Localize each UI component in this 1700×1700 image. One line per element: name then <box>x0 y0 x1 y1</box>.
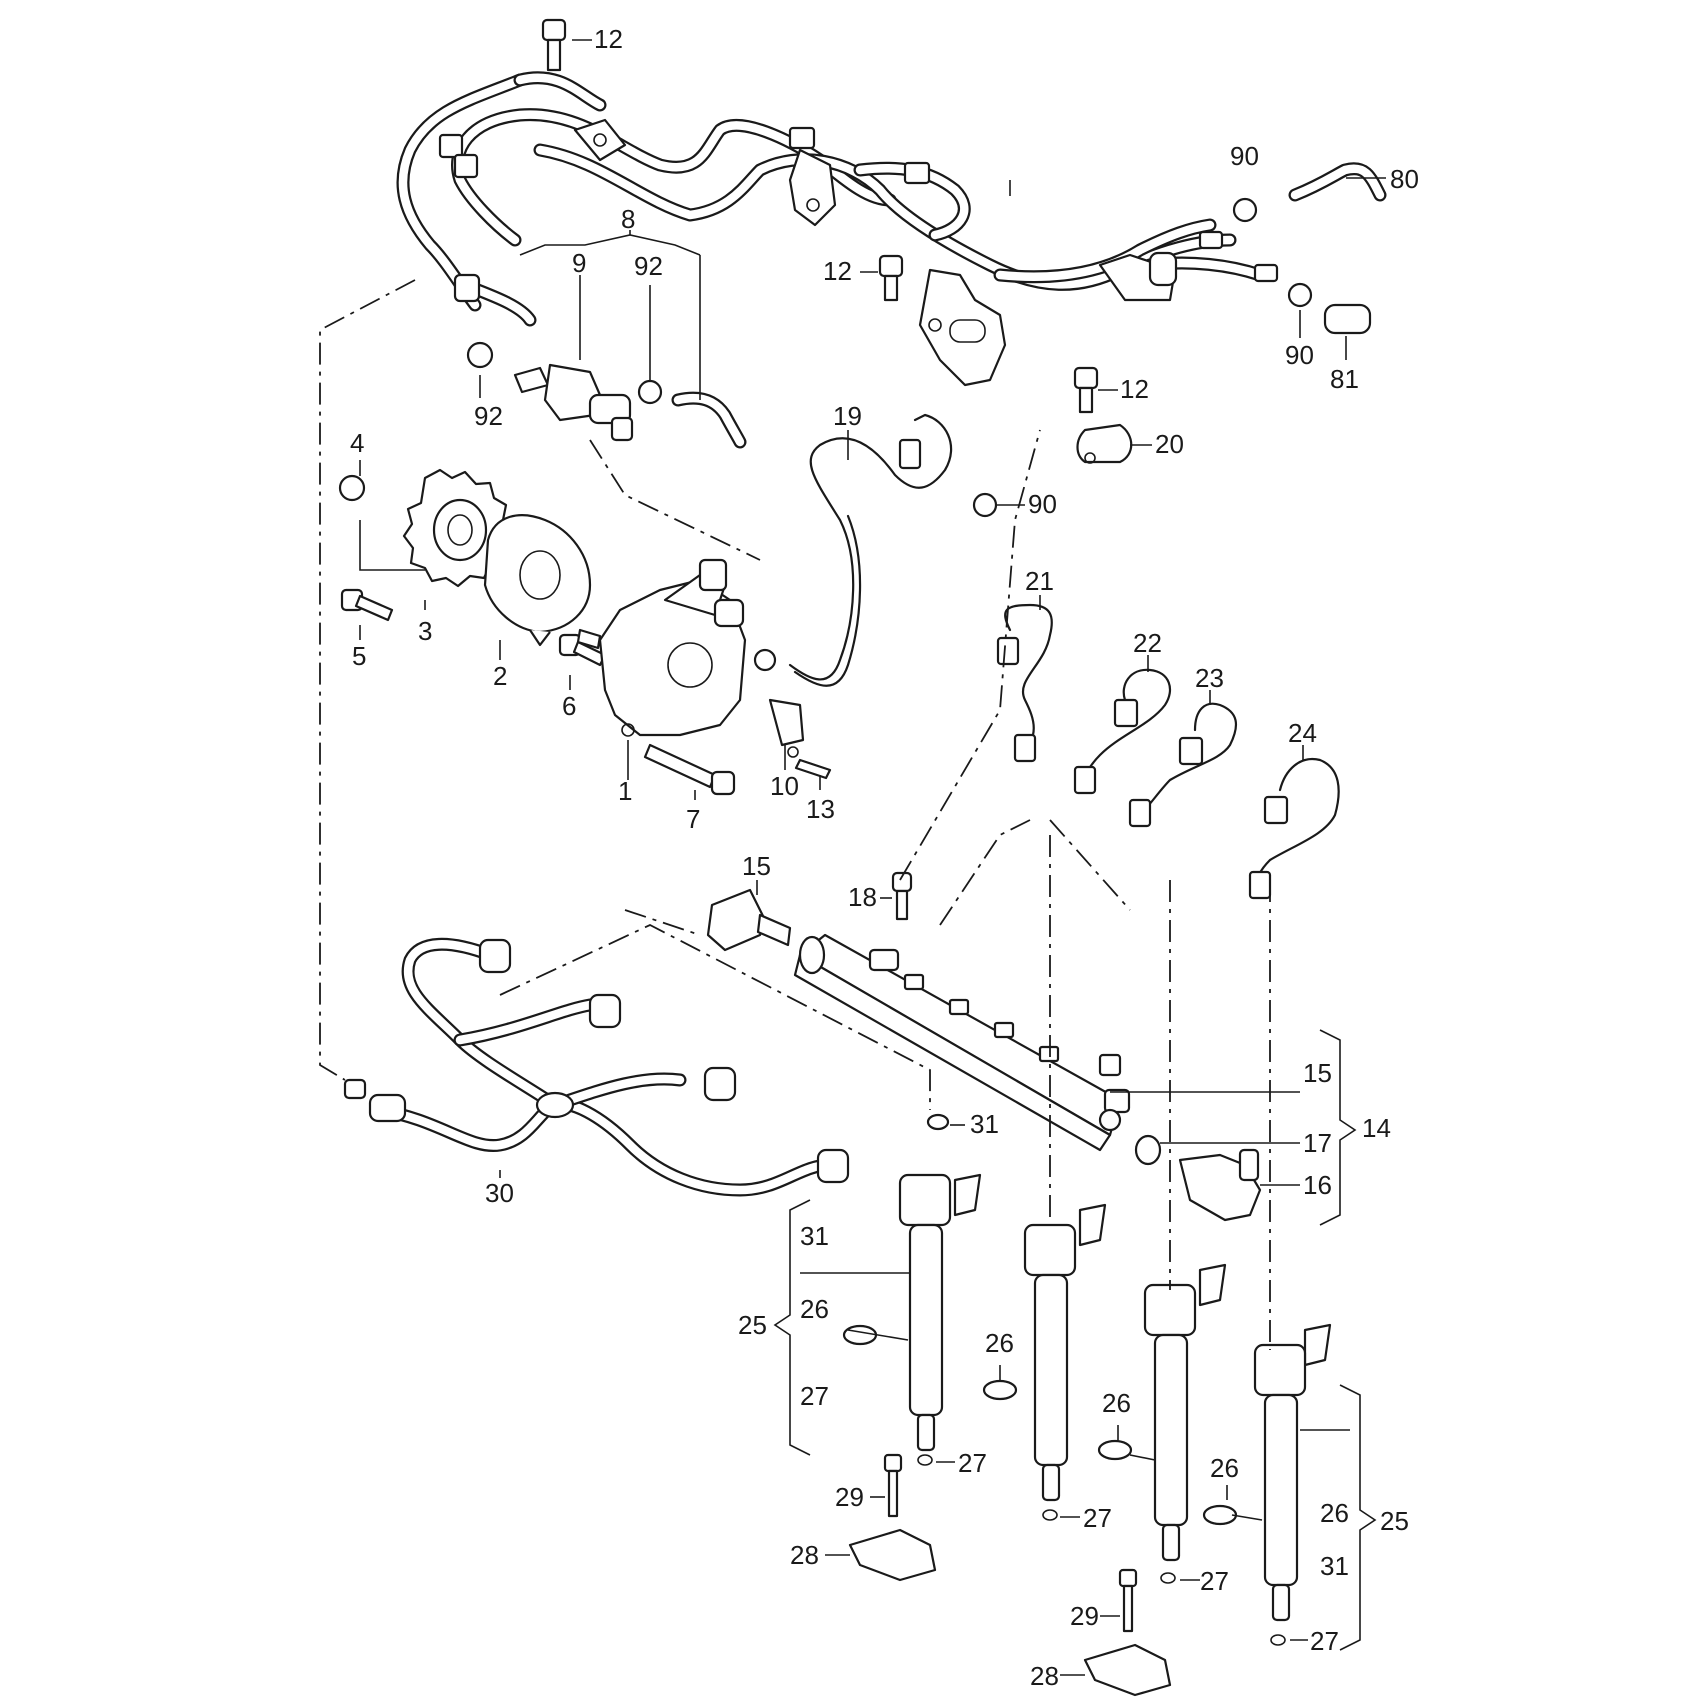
part-label-26: 26 <box>1320 1498 1349 1528</box>
part-labels: 12 8 9 92 92 90 80 12 90 81 12 20 19 90 … <box>350 24 1419 1691</box>
leak-off-line <box>343 937 850 1197</box>
part-label-22: 22 <box>1133 628 1162 658</box>
part-label-81: 81 <box>1330 364 1359 394</box>
high-pressure-pump-group <box>338 468 832 796</box>
pump-hub <box>483 514 592 647</box>
part-label-31: 31 <box>1320 1551 1349 1581</box>
injector-3 <box>1143 1263 1227 1562</box>
part-label-25: 25 <box>738 1310 767 1340</box>
part-label-90: 90 <box>1230 141 1259 171</box>
part-label-7: 7 <box>686 804 700 834</box>
return-line-fittings <box>453 273 747 449</box>
part-label-26: 26 <box>985 1328 1014 1358</box>
part-label-26: 26 <box>1102 1388 1131 1418</box>
part-label-80: 80 <box>1390 164 1419 194</box>
part-label-15: 15 <box>742 851 771 881</box>
part-label-24: 24 <box>1288 718 1317 748</box>
part-label-12: 12 <box>594 24 623 54</box>
part-label-14: 14 <box>1362 1113 1391 1143</box>
injector-4 <box>1253 1323 1332 1622</box>
part-label-3: 3 <box>418 616 432 646</box>
part-label-29: 29 <box>835 1482 864 1512</box>
drive-gear <box>402 468 513 588</box>
part-label-26: 26 <box>800 1294 829 1324</box>
part-label-31: 31 <box>800 1221 829 1251</box>
part-label-2: 2 <box>493 661 507 691</box>
part-label-27: 27 <box>800 1381 829 1411</box>
part-label-20: 20 <box>1155 429 1184 459</box>
part-label-15: 15 <box>1303 1058 1332 1088</box>
center-lines <box>319 279 1271 1350</box>
seals <box>842 1113 1286 1646</box>
part-label-16: 16 <box>1303 1170 1332 1200</box>
injector-lines <box>996 603 1340 900</box>
part-label-1: 1 <box>618 776 632 806</box>
part-label-13: 13 <box>806 794 835 824</box>
part-label-90: 90 <box>1285 340 1314 370</box>
part-label-30: 30 <box>485 1178 514 1208</box>
part-label-5: 5 <box>352 641 366 671</box>
part-label-10: 10 <box>770 771 799 801</box>
part-label-19: 19 <box>833 401 862 431</box>
part-label-8: 8 <box>621 204 635 234</box>
part-label-18: 18 <box>848 882 877 912</box>
injector-2 <box>1023 1203 1107 1502</box>
part-label-21: 21 <box>1025 566 1054 596</box>
fuel-rail <box>793 933 1131 1152</box>
part-label-31: 31 <box>970 1109 999 1139</box>
part-label-25: 25 <box>1380 1506 1409 1536</box>
part-label-27: 27 <box>1083 1503 1112 1533</box>
part-label-4: 4 <box>350 428 364 458</box>
part-label-27: 27 <box>1310 1626 1339 1656</box>
part-label-92: 92 <box>474 401 503 431</box>
part-label-26: 26 <box>1210 1453 1239 1483</box>
leader-lines <box>359 39 1386 1676</box>
part-label-17: 17 <box>1303 1128 1332 1158</box>
part-label-12: 12 <box>823 256 852 286</box>
part-label-23: 23 <box>1195 663 1224 693</box>
part-label-27: 27 <box>1200 1566 1229 1596</box>
part-label-90: 90 <box>1028 489 1057 519</box>
injector-clamps <box>848 1453 1172 1697</box>
part-label-12: 12 <box>1120 374 1149 404</box>
rail-sensors <box>706 871 1262 1222</box>
part-label-6: 6 <box>562 691 576 721</box>
fuel-pipe-assembly <box>396 18 1387 518</box>
high-pressure-line-19 <box>788 413 953 687</box>
part-label-29: 29 <box>1070 1601 1099 1631</box>
part-label-28: 28 <box>1030 1661 1059 1691</box>
part-label-9: 9 <box>572 248 586 278</box>
high-pressure-pump <box>576 558 747 737</box>
part-label-27: 27 <box>958 1448 987 1478</box>
injector-1 <box>898 1173 982 1452</box>
part-label-28: 28 <box>790 1540 819 1570</box>
part-label-92: 92 <box>634 251 663 281</box>
